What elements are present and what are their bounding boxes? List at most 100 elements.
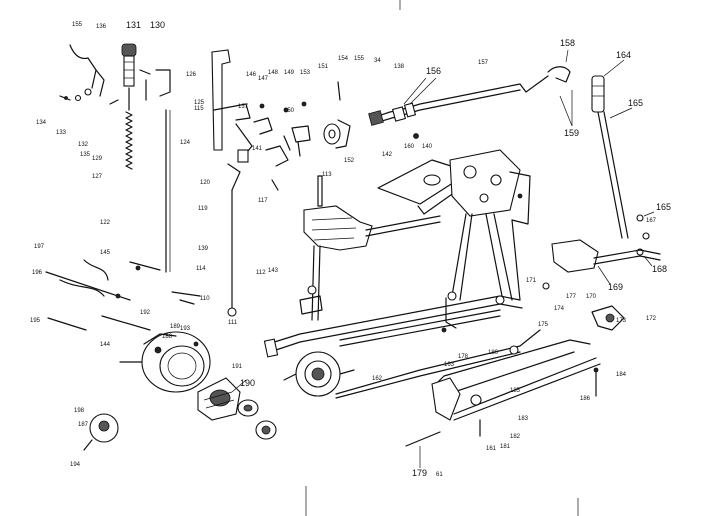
label-193: 193 <box>180 326 191 332</box>
label-148: 148 <box>268 70 279 76</box>
label-138: 138 <box>394 64 405 70</box>
label-157: 157 <box>478 60 489 66</box>
label-136: 136 <box>96 24 107 30</box>
lower-rock-shafts <box>263 291 541 399</box>
label-171: 171 <box>526 278 537 284</box>
label-155b: 155 <box>354 56 365 62</box>
label-140: 140 <box>422 144 433 150</box>
label-117: 117 <box>258 198 268 204</box>
label-129: 129 <box>92 156 103 162</box>
center-hook-assembly <box>283 351 355 397</box>
label-163: 163 <box>444 362 455 368</box>
label-133: 133 <box>56 130 67 136</box>
label-135: 135 <box>80 152 91 158</box>
label-178: 178 <box>458 354 469 360</box>
label-169: 169 <box>608 282 623 292</box>
label-179: 179 <box>412 468 427 478</box>
label-125: 125 <box>194 100 205 106</box>
label-165b: 165 <box>656 202 671 212</box>
label-190: 190 <box>240 378 255 388</box>
upper-arm-shaft <box>368 66 571 139</box>
label-146: 146 <box>246 72 257 78</box>
label-187: 187 <box>78 422 89 428</box>
machine-frame <box>377 149 531 301</box>
label-144: 144 <box>100 342 111 348</box>
center-vertical-assembly <box>299 175 441 321</box>
label-186: 186 <box>580 396 591 402</box>
label-134: 134 <box>36 120 47 126</box>
label-115: 115 <box>194 106 204 112</box>
leader-lines <box>231 49 655 468</box>
label-168: 168 <box>652 264 667 274</box>
label-149: 149 <box>284 70 295 76</box>
label-184: 184 <box>616 372 627 378</box>
label-195: 195 <box>30 318 41 324</box>
feed-cover-plate <box>197 377 241 421</box>
label-120: 120 <box>200 180 211 186</box>
right-lower-linkage <box>405 239 661 447</box>
part-labels: 155 136 131 130 134 133 132 129 127 126 … <box>30 20 671 478</box>
label-114: 114 <box>196 266 206 272</box>
scan-marks <box>305 0 579 516</box>
label-126: 126 <box>186 72 197 78</box>
needle-bar-rod <box>155 69 171 273</box>
label-154: 154 <box>338 56 349 62</box>
label-110: 110 <box>200 296 210 302</box>
label-147: 147 <box>258 76 269 82</box>
label-183: 183 <box>518 416 529 422</box>
label-139: 139 <box>198 246 209 252</box>
label-151: 151 <box>318 64 329 70</box>
label-155: 155 <box>72 22 83 28</box>
label-153: 153 <box>300 70 311 76</box>
label-143: 143 <box>268 268 279 274</box>
left-rods <box>45 259 201 331</box>
label-194: 194 <box>70 462 81 468</box>
right-vertical-rod <box>591 75 650 256</box>
label-165: 165 <box>628 98 643 108</box>
label-132: 132 <box>78 142 89 148</box>
presser-bar-lifter <box>211 49 289 317</box>
label-182: 182 <box>510 434 521 440</box>
label-170: 170 <box>586 294 597 300</box>
label-160: 160 <box>404 144 415 150</box>
label-127: 127 <box>92 174 103 180</box>
label-124: 124 <box>180 140 191 146</box>
screws-and-pins <box>259 101 311 191</box>
label-34: 34 <box>374 58 381 64</box>
label-137: 137 <box>238 104 249 110</box>
label-181: 181 <box>500 444 511 450</box>
label-197: 197 <box>34 244 45 250</box>
label-156: 156 <box>426 66 441 76</box>
left-hook-race <box>119 331 211 393</box>
label-167: 167 <box>646 218 657 224</box>
label-174: 174 <box>554 306 565 312</box>
label-164: 164 <box>616 50 631 60</box>
label-145: 145 <box>100 250 111 256</box>
label-159: 159 <box>564 128 579 138</box>
label-111: 111 <box>228 320 238 326</box>
bobbins <box>83 399 277 451</box>
label-198: 198 <box>74 408 85 414</box>
tension-spring-assembly <box>109 43 151 170</box>
label-188: 188 <box>162 334 173 340</box>
tension-discs <box>323 81 351 149</box>
label-119: 119 <box>198 206 208 212</box>
label-131: 131 <box>126 20 141 30</box>
label-191: 191 <box>232 364 243 370</box>
label-158: 158 <box>560 38 575 48</box>
label-113: 113 <box>322 172 332 178</box>
label-196: 196 <box>32 270 43 276</box>
label-150: 150 <box>284 108 295 114</box>
thread-guide-assembly <box>59 44 105 102</box>
label-177: 177 <box>566 294 577 300</box>
label-175: 175 <box>538 322 549 328</box>
label-173: 173 <box>616 318 627 324</box>
label-122: 122 <box>100 220 111 226</box>
label-162: 162 <box>372 376 383 382</box>
label-61: 61 <box>436 472 443 478</box>
label-141: 141 <box>252 146 263 152</box>
label-185: 185 <box>510 388 521 394</box>
label-161: 161 <box>486 446 497 452</box>
label-172: 172 <box>646 316 657 322</box>
